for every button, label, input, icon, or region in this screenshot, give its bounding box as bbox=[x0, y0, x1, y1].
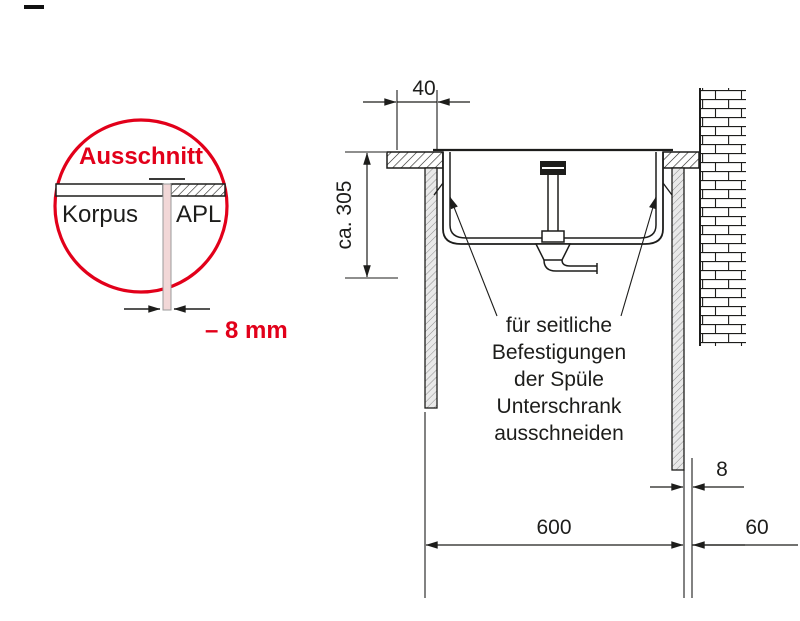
fastening-clip-left bbox=[433, 182, 444, 196]
cutout-strip bbox=[162, 183, 172, 311]
dimension-gap-8: 8 bbox=[650, 458, 744, 598]
dimension-width-600: 600 bbox=[424, 412, 684, 598]
drain-coupling-nut bbox=[541, 230, 565, 243]
corner-mark bbox=[24, 5, 44, 9]
countertop-right bbox=[662, 151, 700, 169]
dimension-wall-60: 60 bbox=[692, 516, 798, 549]
trap-elbow-upper bbox=[561, 259, 597, 267]
cabinet-panel-right bbox=[671, 167, 685, 471]
dimension-depth-305: ca. 305 bbox=[333, 151, 398, 279]
brick-wall bbox=[700, 88, 746, 346]
dim-305-label: ca. 305 bbox=[333, 181, 356, 250]
korpus-label: Korpus bbox=[62, 201, 138, 228]
leader-arrow-left bbox=[449, 196, 498, 317]
detail-circle bbox=[53, 118, 229, 294]
detail-view: Ausschnitt Korpus APL – 8 mm bbox=[53, 118, 288, 344]
countertop-left bbox=[386, 151, 444, 169]
note-leaders bbox=[449, 196, 657, 317]
dim-8-label: 8 bbox=[716, 458, 728, 481]
note-line-4: Unterschrank bbox=[497, 395, 622, 418]
note-line-1: für seitliche bbox=[506, 314, 612, 337]
note-line-2: Befestigungen bbox=[492, 341, 626, 364]
offset-label: – 8 mm bbox=[205, 317, 288, 344]
korpus-top-section bbox=[55, 183, 164, 197]
dim-600-label: 600 bbox=[536, 516, 571, 539]
drain-pipe-body bbox=[548, 175, 558, 231]
apl-hatched-section bbox=[170, 183, 226, 197]
dimension-overhang-40: 40 bbox=[363, 77, 470, 150]
dim-40-label: 40 bbox=[412, 77, 435, 100]
cabinet-panels bbox=[424, 167, 685, 471]
note-line-3: der Spüle bbox=[514, 368, 604, 391]
fastening-clip-right bbox=[662, 182, 673, 196]
offset-dimension: – 8 mm bbox=[124, 305, 288, 344]
drain-assembly bbox=[534, 161, 598, 274]
section-view: 40 ca. 305 für seitliche Befestigungen d… bbox=[333, 77, 798, 598]
leader-arrow-right bbox=[620, 196, 657, 317]
note-line-5: ausschneiden bbox=[494, 422, 624, 445]
apl-label: APL bbox=[176, 201, 221, 228]
dim-60-label: 60 bbox=[745, 516, 768, 539]
cabinet-panel-left bbox=[424, 167, 438, 409]
trap-elbow-lower bbox=[543, 259, 597, 272]
detail-title: Ausschnitt bbox=[79, 143, 203, 170]
detail-section-drawing bbox=[55, 178, 226, 311]
note-text: für seitliche Befestigungen der Spüle Un… bbox=[492, 314, 626, 445]
strainer-cup bbox=[534, 243, 572, 261]
wall bbox=[699, 88, 746, 346]
